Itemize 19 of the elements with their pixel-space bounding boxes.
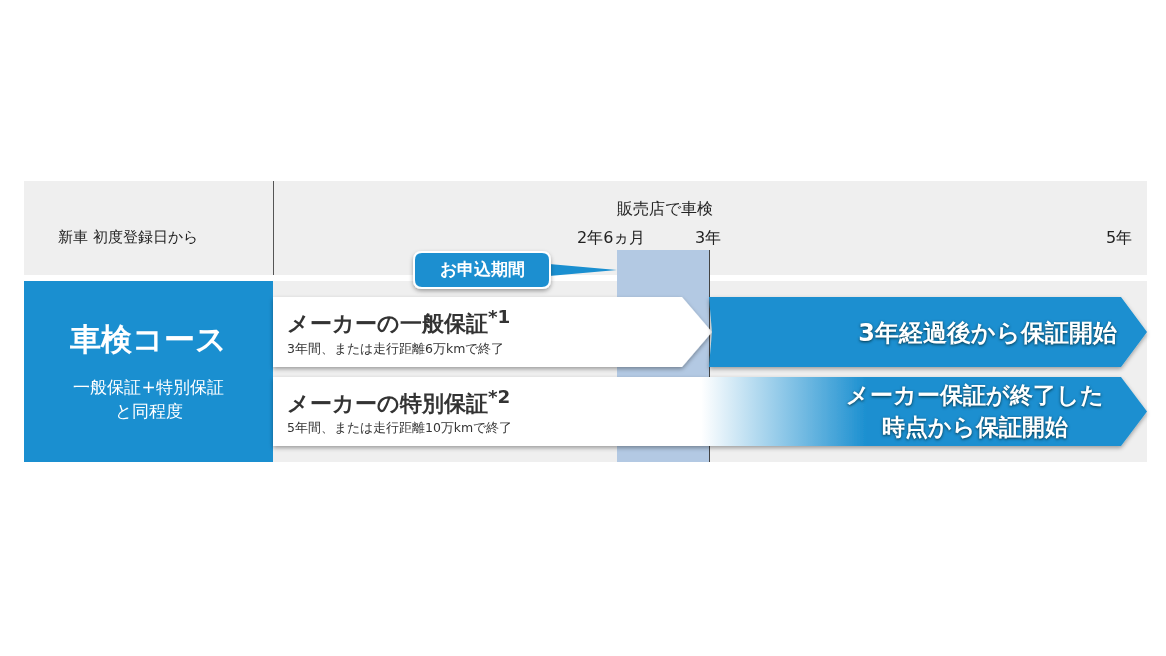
warranty-start-text: 3年経過後から保証開始	[858, 318, 1117, 349]
warranty-title: メーカーの一般保証$^{*1}$	[287, 306, 511, 339]
warranty-band	[709, 297, 1147, 367]
warranty-band	[273, 377, 1147, 446]
callout-text: お申込期間	[438, 258, 526, 281]
course-block	[24, 281, 273, 462]
header-label: 販売店で車検	[617, 199, 713, 220]
warranty-condition: 3年間、または走行距離6万kmで終了	[287, 341, 505, 358]
tick-label: 2年6ヵ月	[577, 228, 646, 249]
warranty-start-text: メーカー保証が終了した時点から保証開始	[845, 381, 1105, 442]
tick-label: 3年	[695, 228, 722, 249]
course-title: 車検コース	[69, 320, 228, 359]
warranty-band	[273, 297, 712, 367]
course-note: 一般保証+特別保証と同程度	[72, 376, 225, 423]
start-label: 新車 初度登録日から	[58, 228, 198, 247]
warranty-title: メーカーの特別保証$^{*2}$	[287, 386, 511, 419]
warranty-condition: 5年間、または走行距離10万kmで終了	[287, 420, 513, 437]
tick-label: 5年	[1106, 228, 1133, 249]
callout-bubble	[414, 252, 550, 288]
